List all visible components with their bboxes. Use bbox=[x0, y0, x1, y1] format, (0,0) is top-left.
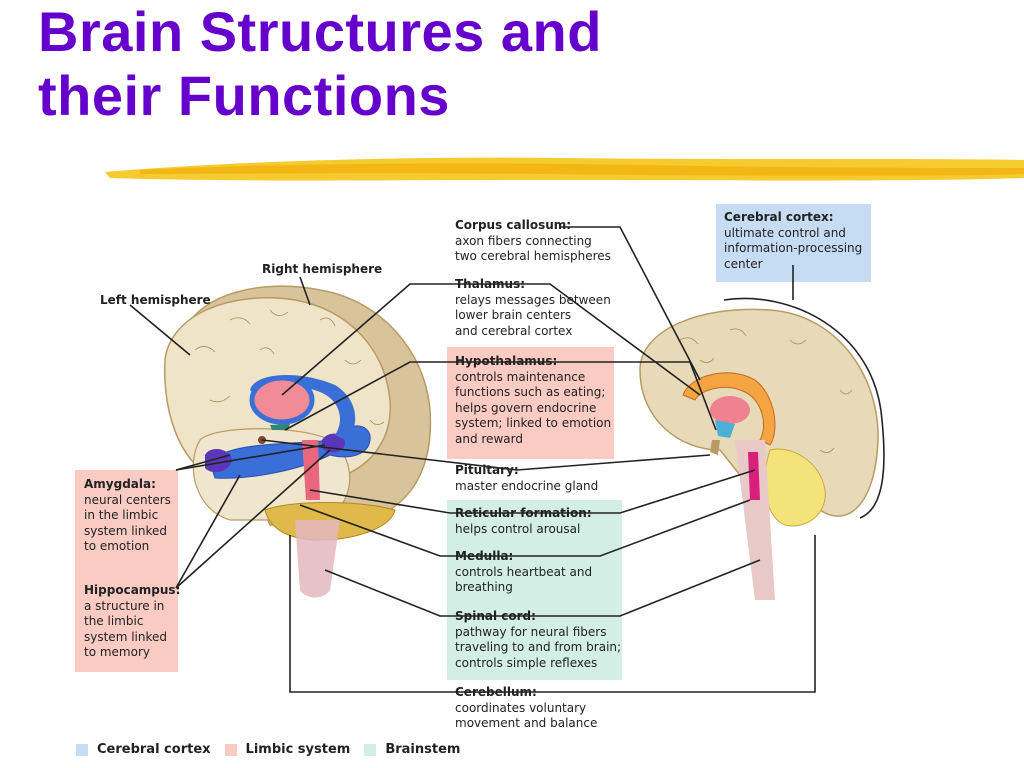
thalamus-shape bbox=[249, 375, 315, 425]
brainstem-right-shape bbox=[735, 440, 775, 600]
reticular-formation-heading: Reticular formation: bbox=[455, 506, 592, 520]
reticular-left-shape bbox=[302, 440, 320, 500]
hypothalamus-heading: Hypothalamus: bbox=[455, 354, 558, 368]
left-hemisphere-label: Left hemisphere bbox=[100, 293, 211, 307]
hippocampus-shape bbox=[209, 425, 371, 479]
medulla-heading: Medulla: bbox=[455, 549, 514, 563]
sagittal-cortex-shape bbox=[639, 308, 879, 517]
label-spinal-cord: Spinal cord: pathway for neural fibers t… bbox=[455, 609, 622, 670]
pituitary-right-shape bbox=[710, 440, 720, 455]
right-brain-illustration bbox=[639, 308, 879, 600]
title-line-1: Brain Structures and bbox=[38, 0, 602, 63]
amygdala-heading: Amygdala: bbox=[84, 477, 156, 491]
brainstem-left-shape bbox=[295, 520, 340, 598]
label-hypothalamus: Hypothalamus: controls maintenance funct… bbox=[455, 354, 612, 446]
label-corpus-callosum: Corpus callosum: axon fibers connecting … bbox=[455, 218, 611, 263]
slide-title: Brain Structures and their Functions bbox=[38, 0, 602, 128]
label-hippocampus: Hippocampus: a structure in the limbic s… bbox=[84, 583, 181, 659]
hypothalamus-box-bg bbox=[447, 347, 614, 459]
brainstem-box-bg bbox=[447, 500, 622, 680]
leader-lines bbox=[129, 226, 885, 693]
pituitary-heading: Pituitary: bbox=[455, 463, 519, 477]
hypothalamus-left-shape bbox=[270, 424, 290, 430]
right-hemisphere-label: Right hemisphere bbox=[262, 262, 383, 276]
corpus-callosum-shape bbox=[682, 372, 776, 446]
spinal-cord-heading: Spinal cord: bbox=[455, 609, 536, 623]
title-line-2: their Functions bbox=[38, 64, 450, 127]
amygdala-left-shape bbox=[205, 448, 232, 473]
fornix-arch bbox=[250, 374, 356, 440]
cerebellum-heading: Cerebellum: bbox=[455, 685, 537, 699]
legend-item-brainstem: Brainstem bbox=[364, 742, 460, 757]
left-brain-illustration bbox=[164, 285, 432, 598]
label-medulla: Medulla: controls heartbeat and breathin… bbox=[455, 549, 593, 594]
reticular-right-shape bbox=[748, 452, 760, 500]
label-pituitary: Pituitary: master endocrine gland bbox=[455, 463, 599, 493]
label-cerebral-cortex: Cerebral cortex: ultimate control and in… bbox=[724, 210, 863, 271]
legend-item-cerebral-cortex: Cerebral cortex bbox=[76, 742, 211, 757]
label-amygdala: Amygdala: neural centers in the limbic s… bbox=[84, 477, 171, 553]
limbic-labels-box-bg bbox=[75, 470, 178, 672]
thalamus-right-shape bbox=[710, 396, 750, 424]
legend: Cerebral cortex Limbic system Brainstem bbox=[76, 742, 460, 757]
label-cerebellum: Cerebellum: coordinates voluntary moveme… bbox=[455, 685, 598, 730]
hypothalamus-right-shape bbox=[715, 420, 735, 438]
label-thalamus: Thalamus: relays messages between lower … bbox=[455, 277, 611, 338]
legend-swatch-limbic-system bbox=[224, 743, 237, 756]
legend-swatch-cerebral-cortex bbox=[76, 743, 88, 756]
corpus-callosum-heading: Corpus callosum: bbox=[455, 218, 572, 232]
legend-item-limbic-system: Limbic system bbox=[224, 742, 350, 757]
cerebral-cortex-heading: Cerebral cortex: bbox=[724, 210, 834, 224]
label-reticular-formation: Reticular formation: helps control arous… bbox=[455, 506, 592, 536]
yellow-brush-underline bbox=[105, 157, 1024, 181]
legend-swatch-brainstem bbox=[364, 743, 377, 756]
hippocampus-heading: Hippocampus: bbox=[84, 583, 181, 597]
thalamus-heading: Thalamus: bbox=[455, 277, 526, 291]
